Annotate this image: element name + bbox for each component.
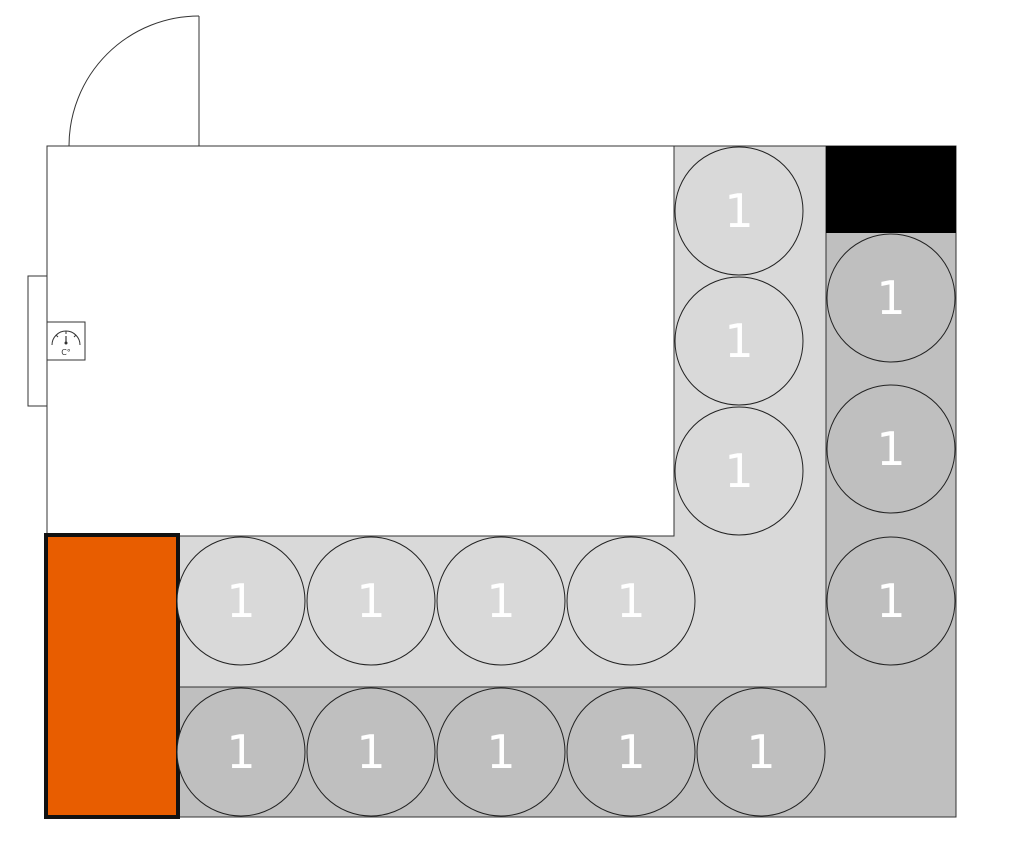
cooling-unit: [826, 146, 956, 233]
container-label: 1: [724, 444, 753, 498]
container-cell[interactable]: 1: [696, 687, 826, 817]
container-cell[interactable]: 1: [436, 536, 566, 666]
container-cell[interactable]: 1: [306, 536, 436, 666]
container-cell[interactable]: 1: [674, 406, 804, 536]
container-cell[interactable]: 1: [176, 536, 306, 666]
container-cell[interactable]: 1: [674, 146, 804, 276]
container-label: 1: [226, 725, 255, 779]
container-cell[interactable]: 1: [566, 687, 696, 817]
container-cell[interactable]: 1: [176, 687, 306, 817]
outer-containers: 1 1 1 1 1 1 1 1: [176, 233, 956, 817]
thermometer-unit: C°: [61, 348, 71, 357]
container-label: 1: [356, 725, 385, 779]
door-swing-arc: [68, 15, 200, 147]
container-label: 1: [876, 422, 905, 476]
container-label: 1: [226, 574, 255, 628]
container-label: 1: [616, 725, 645, 779]
container-label: 1: [746, 725, 775, 779]
container-label: 1: [486, 574, 515, 628]
inner-containers: 1 1 1 1 1 1 1: [176, 146, 804, 666]
thermometer-gauge-icon: C°: [46, 321, 86, 361]
container-label: 1: [876, 574, 905, 628]
container-label: 1: [486, 725, 515, 779]
container-cell[interactable]: 1: [826, 233, 956, 363]
orange-block: [44, 533, 180, 819]
container-label: 1: [724, 184, 753, 238]
container-cell[interactable]: 1: [674, 276, 804, 406]
container-cell[interactable]: 1: [826, 536, 956, 666]
container-label: 1: [724, 314, 753, 368]
container-cell[interactable]: 1: [566, 536, 696, 666]
room-floor: [46, 145, 675, 537]
container-label: 1: [876, 271, 905, 325]
container-label: 1: [616, 574, 645, 628]
container-cell[interactable]: 1: [436, 687, 566, 817]
container-cell[interactable]: 1: [826, 384, 956, 514]
wall-panel: [27, 275, 48, 407]
container-label: 1: [356, 574, 385, 628]
container-cell[interactable]: 1: [306, 687, 436, 817]
door[interactable]: [68, 15, 200, 147]
